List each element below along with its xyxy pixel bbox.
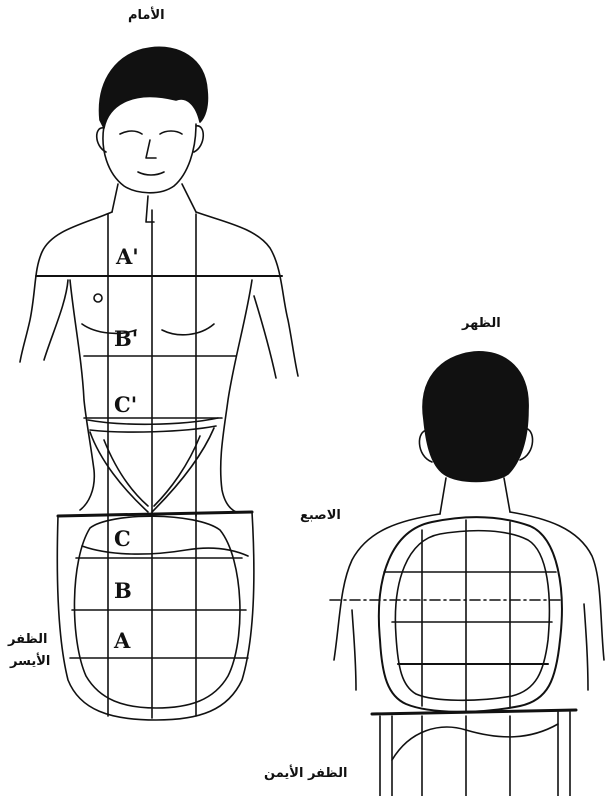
grid-label-b-prime: B' xyxy=(114,326,138,351)
front-torso-left xyxy=(70,280,94,510)
front-right-inner-arm xyxy=(254,296,276,378)
right-nail-curve xyxy=(392,724,558,760)
back-neck-right xyxy=(504,478,510,512)
grid-label-b: B xyxy=(114,578,132,603)
back-grid-inner xyxy=(395,531,549,701)
front-right-shoulder-arm xyxy=(196,212,298,376)
front-eye-left xyxy=(120,131,142,134)
back-neck-left xyxy=(440,478,446,514)
back-left-arm-inner xyxy=(352,610,356,690)
right-nail-lines xyxy=(380,712,570,796)
back-right-arm-inner xyxy=(584,604,588,690)
front-underwear-inner-right xyxy=(154,436,200,506)
front-label: الأمام xyxy=(128,8,165,23)
left-nail-inner-oval xyxy=(74,516,240,708)
front-neck-right xyxy=(182,184,196,212)
grid-label-c-prime: C' xyxy=(114,392,137,417)
front-neck-left xyxy=(112,184,118,212)
back-right-shoulder xyxy=(510,512,604,660)
front-underwear-inner-left xyxy=(104,440,148,506)
front-nipple xyxy=(94,294,102,302)
back-label: الظهر xyxy=(462,316,501,331)
front-figure xyxy=(20,47,298,516)
left-nail-label-2: الأيسر xyxy=(10,654,50,669)
left-nail-figure xyxy=(57,512,254,720)
front-left-shoulder-arm xyxy=(20,212,112,362)
finger-label: الاصبع xyxy=(300,508,341,523)
front-nose xyxy=(146,140,156,158)
front-left-inner-arm xyxy=(44,280,68,360)
front-hair xyxy=(100,47,208,128)
right-nail-label: الظفر الأيمن xyxy=(264,766,347,781)
front-eye-right xyxy=(160,131,182,134)
left-nail-label: الظفر xyxy=(8,632,47,647)
grid-label-a-prime: A' xyxy=(116,244,139,269)
back-hair xyxy=(423,352,528,482)
front-underwear-top2 xyxy=(90,426,216,432)
left-nail-top-band xyxy=(58,512,252,516)
grid-label-a: A xyxy=(114,628,130,653)
front-ear-left xyxy=(97,128,106,152)
back-figure xyxy=(330,352,604,796)
left-nail-cuticle xyxy=(82,546,248,556)
front-mouth xyxy=(138,172,164,175)
front-chest-right xyxy=(162,324,214,335)
left-nail-outline xyxy=(57,512,254,720)
grid-label-c: C xyxy=(114,526,131,551)
back-bottom-band xyxy=(372,710,576,714)
back-left-shoulder xyxy=(334,514,440,660)
front-torso-right xyxy=(221,280,252,512)
